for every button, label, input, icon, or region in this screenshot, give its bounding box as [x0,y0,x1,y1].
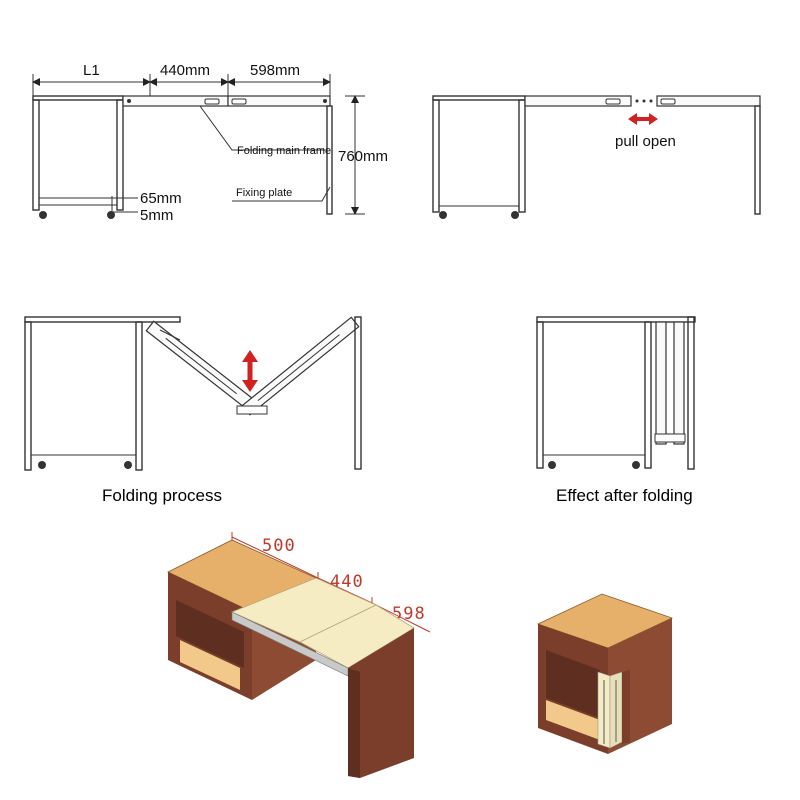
folding-leg [687,316,695,470]
dim-65-label: 65mm [140,190,182,207]
cabinet-top [32,95,124,101]
extension-panel-440 [524,95,632,107]
caption-folding-process: Folding process [102,486,222,505]
hinge-bracket [231,98,247,105]
render-desk-open: 500 440 598 [167,532,431,778]
desk-opening [546,650,600,718]
cabinet-top [536,316,696,323]
cabinet-side-right [644,321,652,469]
label-pull-open: pull open [615,133,676,150]
dim-440-label: 440mm [160,62,210,79]
cabinet-top [432,95,526,101]
dim-5-label: 5mm [140,207,173,224]
dim-line-500 [231,536,319,579]
cabinet-top [24,316,181,323]
caption-effect-after-folding: Effect after folding [556,486,693,505]
caster-wheel [511,211,519,219]
dim-598-label: 598 [392,604,426,624]
folded-panel-598 [673,321,685,445]
leader-main-frame [199,105,325,151]
desk-end-leg [622,670,630,744]
extension-panel-598 [656,95,761,107]
desk-shelf [546,700,600,740]
folding-leg [354,316,362,470]
desk-end-leg [348,628,414,778]
caster-wheel [38,461,46,469]
cabinet-side-left [24,321,32,471]
extension-panel-598 [227,95,331,107]
cabinet-side-left [536,321,544,469]
dim-598-label: 598mm [250,62,300,79]
pull-arrow-icon [628,113,658,125]
label-fixing-plate: Fixing plate [236,187,292,199]
label-folding-main-frame: Folding main frame [237,145,331,157]
cabinet-side-left [32,99,40,211]
dim-500-label: 500 [262,536,296,556]
dim-line-598 [371,602,431,633]
cabinet-side-left [432,99,440,213]
extension-panel-440-folding [145,320,254,409]
folding-leg [326,105,333,215]
desk-opening [176,600,244,668]
folded-panel-440 [655,321,667,445]
cabinet-side-right [135,321,143,471]
fold-arrow-icon [242,350,258,392]
hinge-bracket [654,433,686,443]
caster-wheel [39,211,47,219]
dim-760-label: 760mm [338,148,388,165]
elevation-dimensioned: L1 440mm 598mm 760mm Folding main frame … [32,62,388,224]
hinge-bracket [236,405,268,415]
caster-wheel [632,461,640,469]
hinge-bracket [660,98,676,105]
cabinet-side-right [116,99,124,211]
cabinet-side-right [518,99,526,213]
elevation-folding-process: Folding process [24,316,362,505]
dim-440-label: 440 [330,572,364,592]
caster-wheel [548,461,556,469]
dim-l1-label: L1 [83,62,100,79]
extension-panel-598-folding [241,316,360,416]
caster-wheel [124,461,132,469]
hinge-bracket [605,98,621,105]
render-desk-closed [536,593,674,754]
hinge-bracket [204,98,220,105]
folding-leg [754,105,761,215]
leader-fixing-plate [232,186,331,202]
caster-wheel [439,211,447,219]
caster-wheel [107,211,115,219]
desk-shelf [180,640,240,690]
elevation-after-folding: Effect after folding [536,316,696,505]
elevation-pull-open: pull open [432,95,761,219]
